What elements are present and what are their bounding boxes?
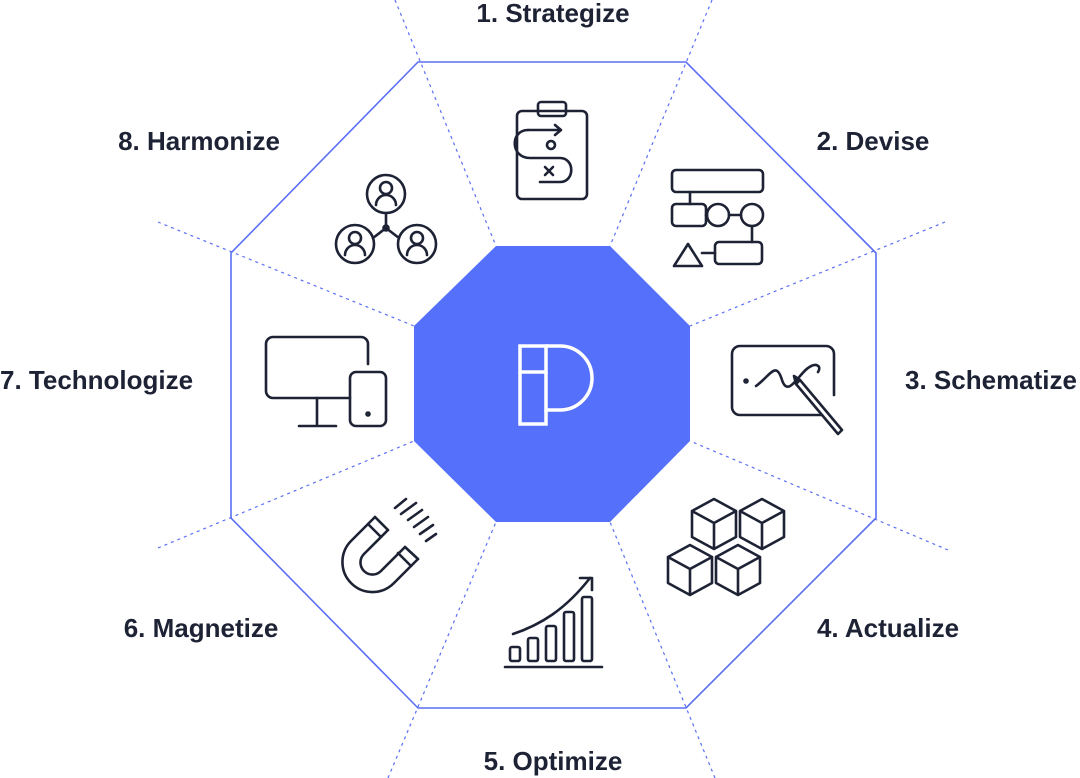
step-label-technologize: 7. Technologize [0, 365, 193, 395]
clipboard-strategy-icon [513, 100, 589, 201]
magnet-icon [341, 497, 438, 594]
step-label-magnetize: 6. Magnetize [124, 613, 279, 643]
step-label-schematize: 3. Schematize [905, 365, 1077, 395]
step-label-devise: 2. Devise [817, 126, 930, 156]
center-octagon [414, 246, 690, 522]
outer-octagon [230, 61, 877, 709]
spokes [157, 0, 949, 778]
step-label-optimize: 5. Optimize [484, 746, 623, 776]
growth-chart-icon [503, 576, 604, 669]
step-label-actualize: 4. Actualize [817, 613, 959, 643]
cubes-icon [666, 497, 786, 597]
step-label-strategize: 1. Strategize [476, 0, 629, 28]
brand-logo-icon [518, 344, 594, 426]
drawing-tablet-icon [730, 344, 844, 436]
step-label-harmonize: 8. Harmonize [118, 126, 280, 156]
flowchart-icon [670, 168, 765, 268]
team-network-icon [334, 173, 438, 265]
devices-icon [264, 335, 388, 428]
